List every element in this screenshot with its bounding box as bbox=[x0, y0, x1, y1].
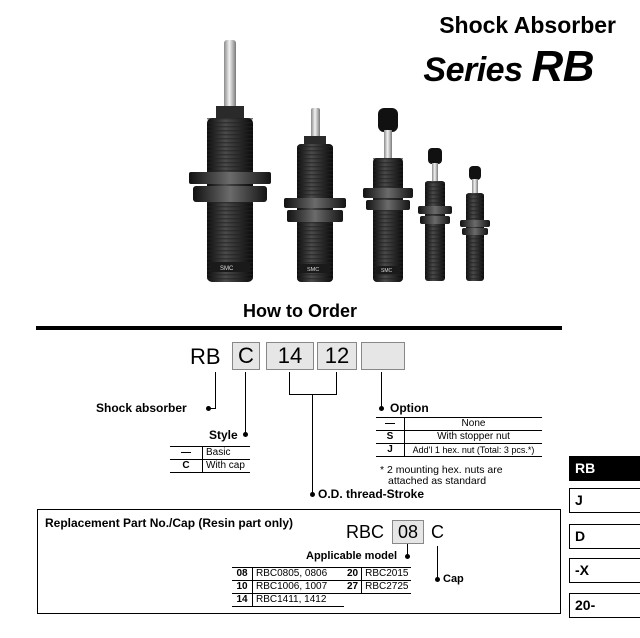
model-code: 27 bbox=[347, 581, 359, 592]
connector-line bbox=[289, 394, 337, 395]
connector-line bbox=[312, 394, 313, 494]
absorber-large: SMC bbox=[189, 40, 271, 282]
product-mark: SMC bbox=[220, 266, 234, 272]
label-od-thread-stroke: O.D. thread-Stroke bbox=[318, 487, 425, 501]
label-style: Style bbox=[209, 428, 238, 442]
model-list: RBC1006, 1007 bbox=[252, 580, 344, 594]
connector-line bbox=[336, 372, 337, 394]
option-desc: Add'l 1 hex. nut (Total: 3 pcs.*) bbox=[404, 443, 542, 457]
page-title-series: Series RB bbox=[380, 42, 594, 92]
connector-line bbox=[407, 544, 408, 556]
order-code-stroke-box: 12 bbox=[317, 342, 357, 370]
callout-dot bbox=[435, 577, 440, 582]
replacement-suffix: C bbox=[431, 522, 444, 542]
style-desc: With cap bbox=[202, 459, 250, 473]
label-cap: Cap bbox=[443, 573, 464, 585]
option-code: — bbox=[385, 418, 395, 429]
absorber-medium: SMC bbox=[284, 108, 346, 282]
product-mark: SMC bbox=[307, 267, 319, 273]
option-note-1: * 2 mounting hex. nuts are bbox=[380, 464, 503, 476]
model-code: 14 bbox=[236, 594, 248, 605]
side-tab-rb[interactable]: RB bbox=[569, 456, 640, 481]
side-tab-j[interactable]: J bbox=[569, 488, 640, 513]
connector-line bbox=[381, 372, 382, 406]
label-option: Option bbox=[390, 401, 429, 415]
absorber-smallest bbox=[460, 166, 490, 281]
style-code: C bbox=[182, 460, 190, 471]
model-code: 20 bbox=[347, 568, 359, 579]
callout-dot bbox=[379, 406, 384, 411]
series-label: Series bbox=[423, 51, 532, 89]
applicable-model-table-left: 08 RBC0805, 0806 10 RBC1006, 1007 14 RBC… bbox=[232, 567, 344, 607]
side-tab-x[interactable]: -X bbox=[569, 558, 640, 583]
product-photo: SMC SMC SMC bbox=[189, 40, 490, 282]
replacement-prefix: RBC bbox=[346, 522, 385, 542]
style-desc: Basic bbox=[202, 446, 250, 460]
applicable-model-table-right: 20 RBC2015 27 RBC2725 bbox=[344, 567, 412, 594]
option-table: — None S With stopper nut J Add'l 1 hex.… bbox=[376, 417, 542, 457]
style-code: — bbox=[181, 447, 191, 458]
style-table: — Basic C With cap bbox=[170, 446, 250, 473]
replacement-title: Replacement Part No./Cap (Resin part onl… bbox=[45, 516, 294, 530]
option-code: J bbox=[387, 444, 393, 455]
absorber-small bbox=[418, 148, 452, 281]
label-applicable-model: Applicable model bbox=[306, 550, 398, 562]
connector-line bbox=[437, 546, 438, 578]
connector-line bbox=[289, 372, 290, 394]
series-model: RB bbox=[531, 42, 594, 91]
replacement-model-box: 08 bbox=[392, 520, 424, 544]
model-list: RBC2015 bbox=[361, 567, 412, 581]
section-divider bbox=[36, 326, 562, 330]
model-list: RBC2725 bbox=[361, 580, 412, 594]
product-mark: SMC bbox=[381, 268, 393, 274]
callout-dot bbox=[243, 432, 248, 437]
order-code-option-box bbox=[361, 342, 405, 370]
connector-line bbox=[208, 408, 216, 409]
order-code-prefix: RB bbox=[190, 344, 221, 369]
connector-line bbox=[215, 372, 216, 408]
replacement-part-box bbox=[37, 509, 561, 614]
option-desc: With stopper nut bbox=[404, 430, 542, 444]
model-code: 08 bbox=[236, 568, 248, 579]
label-shock-absorber: Shock absorber bbox=[96, 401, 187, 415]
order-code-od-box: 14 bbox=[266, 342, 314, 370]
callout-dot bbox=[405, 554, 410, 559]
option-desc: None bbox=[404, 417, 542, 431]
option-note-2: attached as standard bbox=[388, 475, 487, 487]
option-code: S bbox=[386, 431, 394, 442]
side-tab-d[interactable]: D bbox=[569, 524, 640, 549]
model-list: RBC0805, 0806 bbox=[252, 567, 344, 581]
callout-dot bbox=[310, 492, 315, 497]
side-tab-20[interactable]: 20- bbox=[569, 593, 640, 618]
section-title: How to Order bbox=[242, 301, 357, 321]
connector-line bbox=[245, 372, 246, 434]
model-list: RBC1411, 1412 bbox=[252, 593, 344, 607]
absorber-with-cap: SMC bbox=[363, 108, 413, 282]
page-title-line1: Shock Absorber bbox=[439, 12, 616, 38]
order-code-style-box: C bbox=[232, 342, 260, 370]
model-code: 10 bbox=[236, 581, 248, 592]
